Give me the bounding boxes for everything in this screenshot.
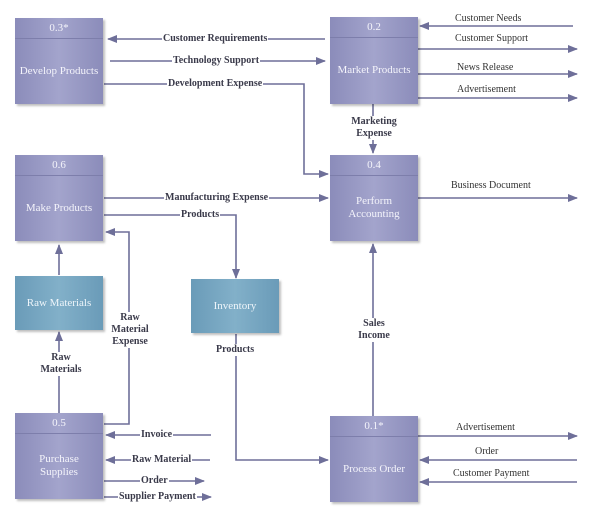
- label-manufacturing-expense: Manufacturing Expense: [164, 192, 270, 204]
- label-supplier-payment: Supplier Payment: [118, 491, 197, 503]
- label-marketing-expense: Marketing Expense: [349, 116, 399, 140]
- label-invoice: Invoice: [140, 429, 174, 441]
- label-customer-requirements: Customer Requirements: [162, 33, 269, 45]
- label-advertisement-order: Advertisement: [456, 422, 515, 433]
- label-line: Materials: [40, 364, 82, 375]
- label-customer-support: Customer Support: [455, 33, 529, 44]
- label-products-make: Products: [180, 209, 221, 221]
- label-news-release: News Release: [457, 62, 514, 73]
- process-id: 0.2: [330, 17, 418, 38]
- label-development-expense: Development Expense: [167, 78, 264, 90]
- label-order-in: Order: [475, 446, 499, 457]
- process-name: Process Order: [342, 462, 405, 475]
- process-name: Market Products: [337, 64, 411, 76]
- label-line: Raw: [51, 352, 71, 363]
- process-purchase-supplies[interactable]: 0.5 Purchase Supplies: [15, 413, 103, 499]
- label-raw-materials: Raw Materials: [38, 352, 84, 376]
- store-name: Raw Materials: [26, 297, 92, 309]
- process-process-order[interactable]: 0.1* Process Order: [330, 416, 418, 502]
- flow-products-to-inventory: [104, 214, 240, 279]
- process-name: Develop Products: [19, 64, 99, 77]
- process-id: 0.1*: [330, 416, 418, 437]
- label-order-supplies: Order: [140, 475, 169, 487]
- label-line: Material: [111, 324, 149, 335]
- label-line: Sales: [363, 318, 385, 329]
- flow-products-to-order: [235, 334, 329, 464]
- process-name: Perform Accounting: [348, 195, 400, 220]
- process-id: 0.6: [15, 155, 103, 176]
- process-name: Make Products: [25, 201, 93, 214]
- store-raw-materials[interactable]: Raw Materials: [15, 276, 103, 330]
- flow-development-expense: [104, 83, 329, 178]
- label-customer-payment: Customer Payment: [453, 468, 530, 479]
- label-line: Marketing: [351, 116, 397, 127]
- label-sales-income: Sales Income: [354, 318, 394, 342]
- process-develop-products[interactable]: 0.3* Develop Products: [15, 18, 103, 104]
- label-advertisement-market: Advertisement: [457, 84, 516, 95]
- process-make-products[interactable]: 0.6 Make Products: [15, 155, 103, 241]
- label-line: Expense: [356, 128, 392, 139]
- label-line: Expense: [112, 336, 148, 347]
- process-market-products[interactable]: 0.2 Market Products: [330, 17, 418, 104]
- label-raw-material: Raw Material: [131, 454, 193, 466]
- label-line: Raw: [120, 312, 140, 323]
- process-id: 0.4: [330, 155, 418, 176]
- label-products-inventory: Products: [215, 344, 256, 356]
- label-line: Income: [358, 330, 390, 341]
- label-customer-needs: Customer Needs: [455, 13, 522, 24]
- label-raw-material-expense: Raw Material Expense: [108, 312, 152, 348]
- process-id: 0.5: [15, 413, 103, 434]
- store-name: Inventory: [213, 300, 257, 312]
- label-technology-support: Technology Support: [172, 55, 261, 67]
- process-id: 0.3*: [15, 18, 103, 39]
- process-name: Purchase Supplies: [39, 453, 79, 478]
- process-perform-accounting[interactable]: 0.4 Perform Accounting: [330, 155, 418, 241]
- store-inventory[interactable]: Inventory: [191, 279, 279, 333]
- label-business-document: Business Document: [451, 180, 531, 191]
